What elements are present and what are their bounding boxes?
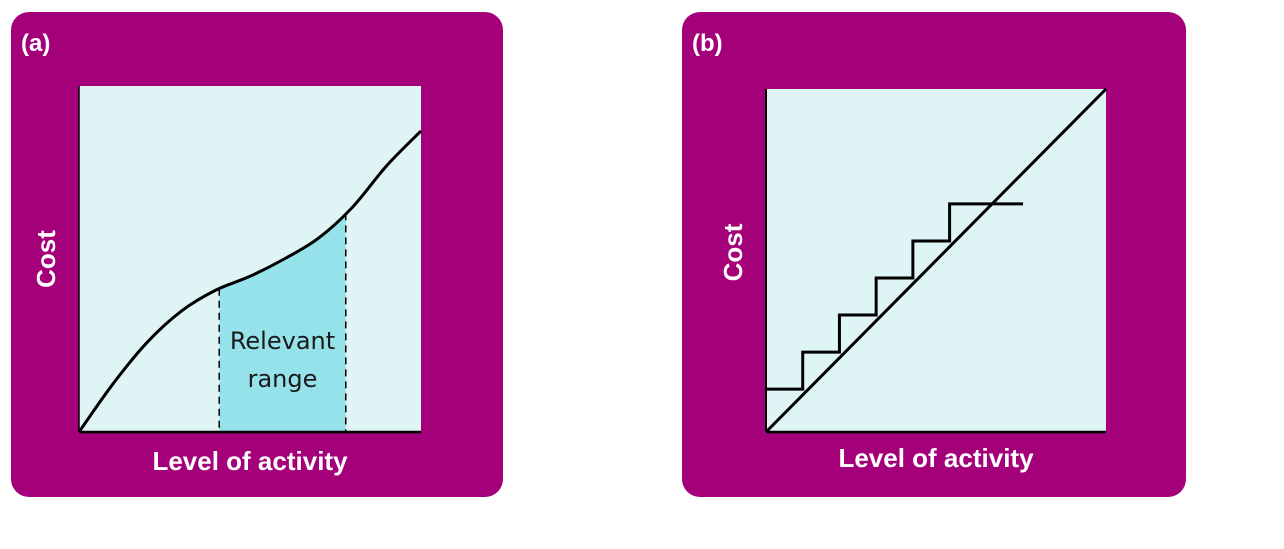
- panel-a-label: (a): [21, 30, 51, 57]
- linear-cost-line: [764, 87, 1108, 434]
- chart-b-x-axis-title: Level of activity: [838, 443, 1034, 473]
- relevant-range-label-line2: range: [248, 365, 318, 393]
- panel-b: (b) Level of activity Cost: [682, 12, 1186, 497]
- chart-b-y-axis-title: Cost: [718, 223, 748, 281]
- relevant-range-fill: [219, 213, 346, 432]
- chart-a-x-axis-title: Level of activity: [152, 446, 348, 476]
- relevant-range-label-line1: Relevant: [230, 327, 335, 355]
- panel-a: (a) Relevant range Level of activity Cos…: [11, 12, 503, 497]
- chart-a-y-axis-title: Cost: [31, 230, 61, 288]
- chart-b-svg: Level of activity Cost: [718, 87, 1108, 473]
- chart-a-svg: Relevant range Level of activity Cost: [31, 86, 423, 476]
- cost-curve: [77, 129, 423, 433]
- step-cost-line: [766, 202, 1024, 391]
- panel-b-label: (b): [692, 30, 723, 57]
